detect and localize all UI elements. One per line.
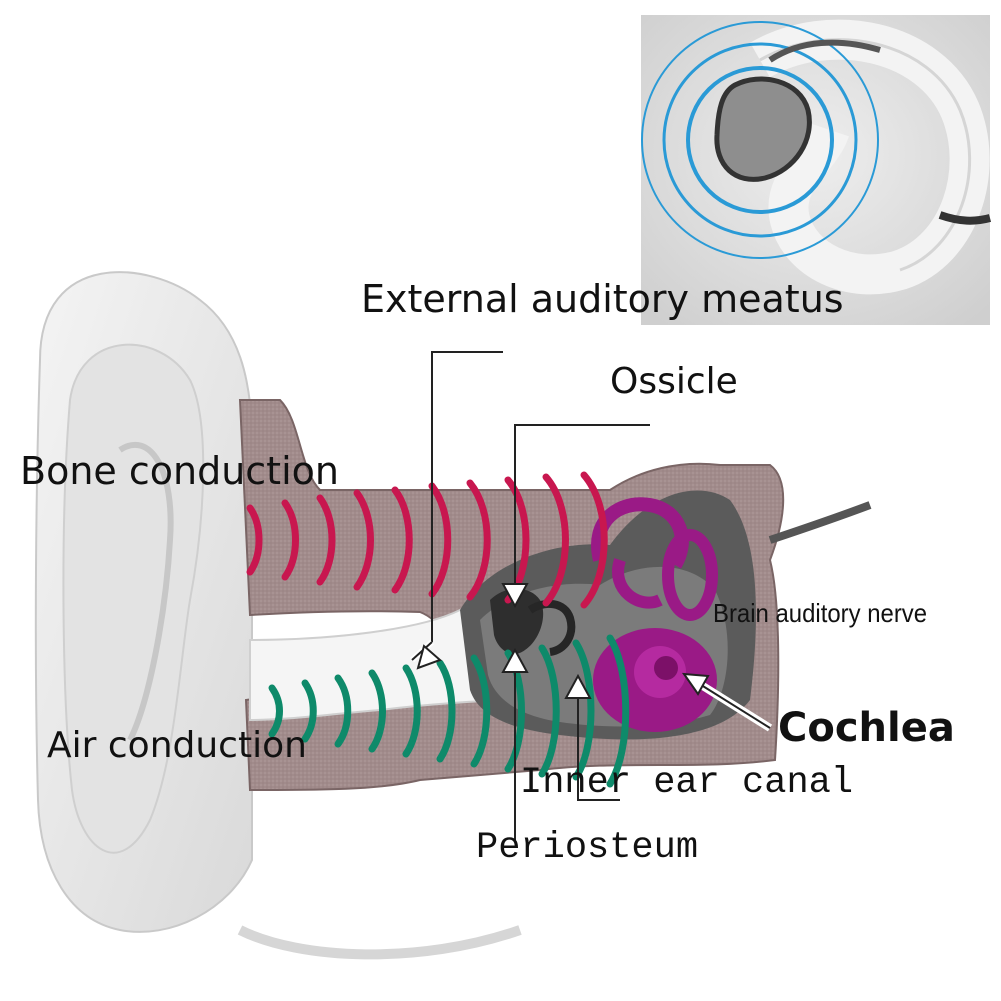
arrowhead-external-meatus [416, 644, 442, 670]
air-wave [572, 639, 595, 781]
label-periosteum: Periosteum [476, 827, 699, 869]
label-cochlea: Cochlea [778, 705, 955, 751]
bone-wave [246, 504, 263, 576]
air-wave [436, 659, 456, 763]
leader-inner-ear-canal [577, 688, 620, 801]
outer-ear [34, 271, 522, 960]
air-wave [301, 679, 317, 743]
bone-wave [466, 479, 491, 601]
label-air-conduction: Air conduction [47, 725, 307, 766]
bone-wave [542, 473, 569, 607]
air-wave [606, 634, 630, 788]
air-wave [470, 654, 491, 768]
air-conduction-waves [268, 634, 630, 788]
air-wave [402, 664, 421, 758]
bone-wave [281, 499, 299, 581]
air-wave [368, 669, 386, 753]
label-bone-conduction: Bone conduction [20, 449, 339, 493]
air-wave [538, 644, 560, 778]
leader-ossicle [514, 424, 650, 598]
label-ossicle: Ossicle [610, 361, 738, 402]
leader-external-meatus [431, 351, 503, 642]
bone-wave [580, 471, 608, 609]
arrowhead-periosteum [501, 647, 529, 673]
label-brain-auditory-nerve: Brain auditory nerve [713, 598, 928, 628]
air-wave [334, 674, 352, 748]
label-inner-ear-canal: Inner ear canal [520, 762, 854, 804]
bone-wave [316, 494, 336, 586]
arrowhead-ossicle [501, 583, 529, 609]
label-external-auditory-meatus: External auditory meatus [361, 277, 844, 321]
bone-wave [391, 486, 413, 594]
inset-headphone-photo [641, 15, 992, 325]
arrowhead-inner-ear-canal [564, 673, 592, 699]
bone-wave [428, 482, 452, 598]
leader-arrowheads [416, 583, 710, 699]
arrowhead-cochlea [681, 672, 710, 696]
bone-conduction-waves [246, 471, 608, 609]
bone-wave [353, 489, 374, 591]
air-wave [268, 684, 283, 738]
